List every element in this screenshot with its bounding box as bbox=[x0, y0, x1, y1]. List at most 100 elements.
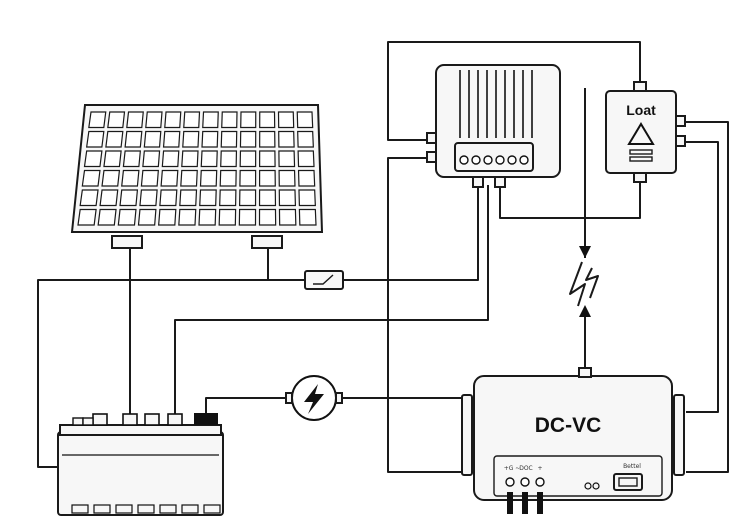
battery-terminal bbox=[144, 413, 160, 426]
solar-cell bbox=[161, 150, 180, 168]
wire-battery-left-loop bbox=[37, 279, 305, 468]
dc-vc-converter: DC-VC +G ~ DOC + Bettel bbox=[461, 367, 685, 514]
solar-cell bbox=[278, 169, 296, 187]
solar-cell bbox=[298, 208, 317, 226]
controller-terminal bbox=[459, 155, 469, 165]
converter-label: DC-VC bbox=[535, 414, 602, 437]
wire-battery-fuse bbox=[205, 397, 290, 416]
battery-terminals bbox=[72, 413, 183, 426]
controller-terminal bbox=[495, 155, 505, 165]
lightning-icon-alt bbox=[585, 267, 599, 299]
arrow-up-icon bbox=[579, 305, 591, 317]
solar-cell bbox=[219, 189, 237, 207]
solar-panel-cells bbox=[77, 111, 317, 226]
load-label: Loat bbox=[626, 102, 656, 118]
solar-cell bbox=[85, 130, 105, 148]
solar-cell bbox=[199, 169, 218, 187]
controller-terminal bbox=[483, 155, 493, 165]
solar-cell bbox=[162, 130, 181, 148]
lightning-icon bbox=[304, 384, 324, 414]
solar-cell bbox=[126, 111, 144, 129]
solar-cell bbox=[239, 189, 257, 207]
converter-top-plug bbox=[578, 367, 592, 378]
signal-bolt bbox=[569, 246, 599, 317]
battery-rib bbox=[159, 504, 177, 514]
solar-cell bbox=[239, 150, 257, 168]
battery-body bbox=[57, 431, 224, 516]
solar-cell bbox=[97, 208, 117, 226]
solar-cell bbox=[140, 169, 159, 187]
solar-cell bbox=[119, 189, 139, 207]
solar-cell bbox=[259, 130, 276, 148]
converter-mount-left bbox=[461, 394, 473, 476]
solar-cell bbox=[218, 208, 237, 226]
inline-switch bbox=[304, 270, 344, 290]
solar-cell bbox=[259, 111, 276, 129]
port-code-3: + bbox=[537, 465, 542, 472]
solar-cell bbox=[179, 189, 198, 207]
solar-cell bbox=[164, 111, 182, 129]
solar-cell bbox=[107, 111, 126, 129]
controller-heat-fins bbox=[459, 70, 533, 138]
converter-lead-3 bbox=[537, 492, 543, 514]
solar-cell bbox=[178, 208, 197, 226]
solar-cell bbox=[160, 169, 179, 187]
fuse-cap-right bbox=[335, 392, 343, 404]
load-bottom-plug bbox=[633, 172, 647, 183]
controller-plug-4 bbox=[494, 176, 506, 188]
solar-cell bbox=[158, 208, 177, 226]
solar-cell bbox=[137, 208, 157, 226]
panel-mount-left bbox=[111, 235, 143, 249]
controller-terminal bbox=[519, 155, 529, 165]
controller-plug-3 bbox=[472, 176, 484, 188]
wire-top-loop bbox=[387, 41, 641, 141]
solar-cell bbox=[122, 150, 141, 168]
load-indicator-2 bbox=[629, 156, 653, 162]
solar-cell bbox=[258, 189, 277, 207]
solar-cell bbox=[105, 130, 124, 148]
solar-cell bbox=[278, 189, 297, 207]
wires bbox=[37, 41, 729, 473]
solar-cell bbox=[81, 169, 101, 187]
battery-main-terminal bbox=[194, 413, 218, 425]
solar-cell bbox=[238, 208, 257, 226]
controller-terminal bbox=[507, 155, 517, 165]
converter-mount-right bbox=[673, 394, 685, 476]
controller-terminals bbox=[459, 155, 529, 165]
switch-body bbox=[304, 270, 344, 290]
solar-cell bbox=[99, 189, 119, 207]
solar-panel-icon bbox=[70, 104, 324, 249]
wire-controller-battery-a bbox=[340, 185, 479, 281]
converter-knob-2 bbox=[520, 477, 530, 487]
solar-cell bbox=[239, 169, 257, 187]
panel-mount-right bbox=[251, 235, 283, 249]
wire-left-loop bbox=[387, 157, 470, 473]
switch-lever-icon bbox=[313, 274, 334, 285]
battery-rib bbox=[181, 504, 199, 514]
battery-terminal bbox=[167, 413, 183, 426]
port-code-2: DOC bbox=[519, 465, 533, 472]
battery bbox=[57, 413, 224, 516]
converter-knob-3 bbox=[535, 477, 545, 487]
solar-cell bbox=[277, 111, 295, 129]
battery-rib bbox=[203, 504, 221, 514]
solar-cell bbox=[145, 111, 163, 129]
warning-triangle-icon bbox=[627, 122, 655, 145]
battery-port-socket bbox=[613, 473, 643, 491]
battery-port-inner bbox=[618, 477, 638, 487]
wire-outer-right bbox=[675, 121, 729, 473]
battery-vent bbox=[82, 417, 94, 426]
solar-cell bbox=[297, 130, 314, 148]
solar-cell bbox=[139, 189, 158, 207]
solar-cell bbox=[180, 169, 198, 187]
solar-cell bbox=[83, 150, 103, 168]
wire-panel-right bbox=[267, 248, 305, 281]
solar-cell bbox=[77, 208, 97, 226]
battery-vent bbox=[72, 417, 84, 426]
battery-rib bbox=[137, 504, 155, 514]
load-top-plug bbox=[633, 81, 647, 92]
converter-lead-1 bbox=[507, 492, 513, 514]
solar-cell bbox=[202, 111, 219, 129]
charge-controller bbox=[426, 64, 561, 188]
